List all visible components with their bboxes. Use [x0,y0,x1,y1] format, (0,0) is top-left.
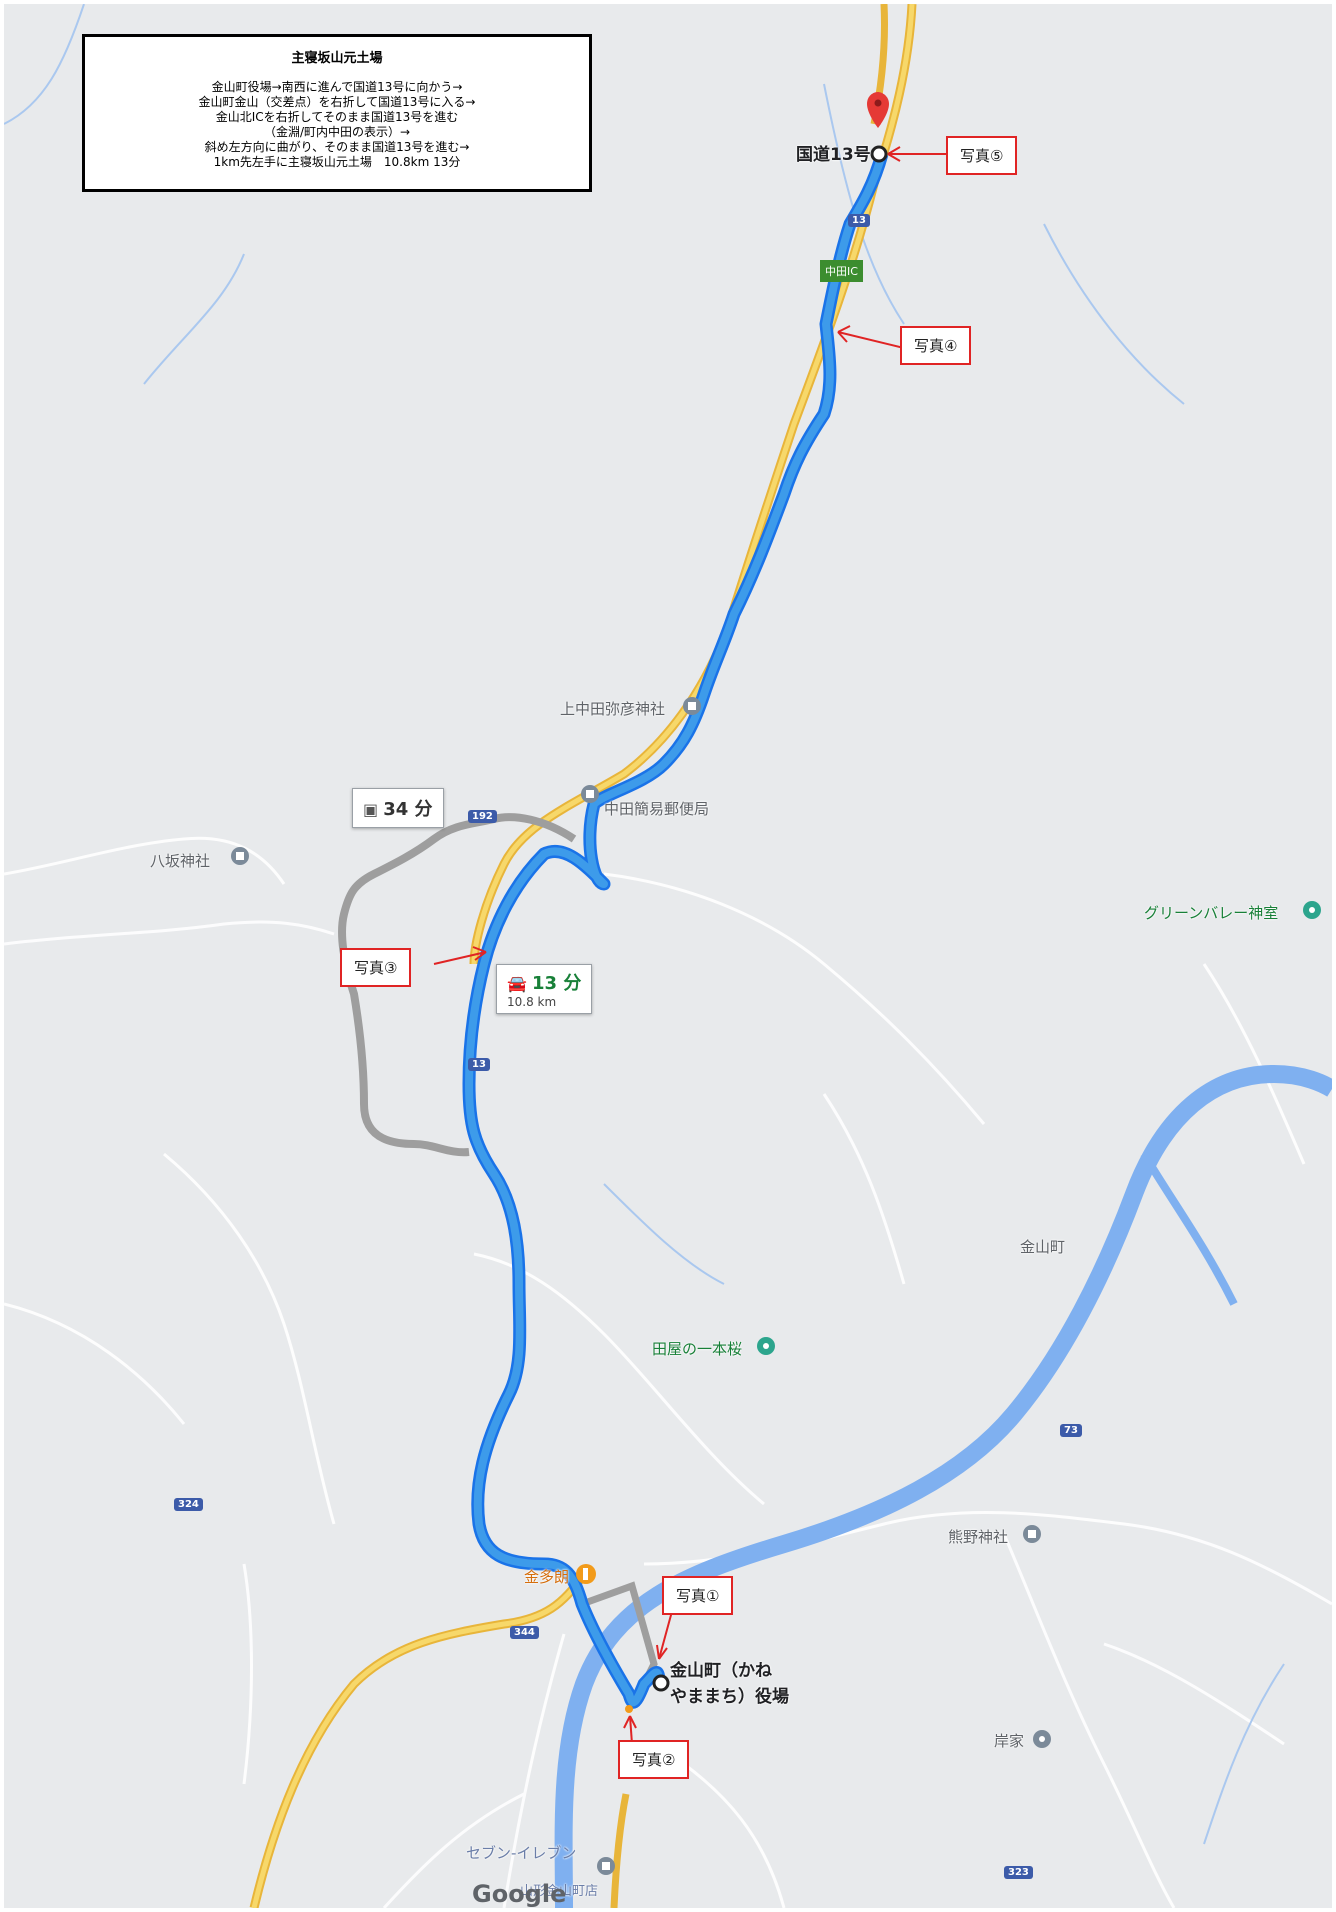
seven-eleven-label-line1[interactable]: セブン-イレブン [466,1844,577,1862]
road-shield-323: 323 [1004,1866,1033,1879]
direction-step: （金淵/町内中田の表示）→ [263,125,411,139]
directions-title: 主寝坂山元土場 [291,51,383,66]
transit-route-box[interactable]: ▣ 34 分 [352,788,444,828]
kaneyama-town-label: 金山町 [1020,1238,1066,1256]
direction-step: 金山北ICを右折してそのまま国道13号を進む [215,110,459,124]
pointer-arrows [433,146,946,1745]
road-shield-344: 344 [510,1626,539,1639]
car-icon: 🚘 [507,974,527,993]
direction-step: 斜め左方向に曲がり、そのまま国道13号を進む→ [204,140,470,154]
road-shield-13: 13 [848,214,870,227]
bus-icon: ▣ [363,800,379,819]
driving-route [462,152,889,1709]
nakada-post-office-label[interactable]: 中田簡易郵便局 [604,800,710,818]
drive-time: 13 分 [532,973,582,994]
road-shield-13: 13 [468,1058,490,1071]
road-shield-192: 192 [468,810,497,823]
direction-step: 1km先左手に主寝坂山元土場 10.8km 13分 [213,155,461,169]
photo-label-2: 写真② [618,1740,690,1779]
direction-step: 金山町役場→南西に進んで国道13号に向かう→ [211,80,463,94]
kishike-label[interactable]: 岸家 [994,1732,1025,1750]
directions-box: 主寝坂山元土場 金山町役場→南西に進んで国道13号に向かう→ 金山町金山（交差点… [82,34,592,192]
taya-sakura-label[interactable]: 田屋の一本桜 [652,1340,743,1358]
river [554,1064,1332,1908]
nakada-ic-badge: 中田IC [820,260,863,282]
kinta-restaurant-label[interactable]: 金多朗 [524,1568,570,1586]
photo-label-3: 写真③ [340,948,412,987]
transit-time: 34 分 [383,799,433,820]
drive-distance: 10.8 km [507,995,557,1009]
directions-steps: 金山町役場→南西に進んで国道13号に向かう→ 金山町金山（交差点）を右折して国道… [85,80,589,170]
direction-step: 金山町金山（交差点）を右折して国道13号に入る→ [198,95,476,109]
kumano-shrine-label[interactable]: 熊野神社 [948,1528,1009,1546]
google-logo: Google [472,1880,567,1908]
road-shield-324: 324 [174,1498,203,1511]
road-shield-73: 73 [1060,1424,1082,1437]
destination-pin [867,92,889,163]
photo-label-5: 写真⑤ [946,136,1018,175]
photo-label-4: 写真④ [900,326,972,365]
seven-eleven-label-line2[interactable]: 山形金山町店 [520,1884,599,1899]
town-office-label-line2[interactable]: やままち）役場 [670,1687,789,1707]
poi-pins [231,697,1321,1875]
route13-label: 国道13号 [796,145,871,165]
map-view[interactable]: 主寝坂山元土場 金山町役場→南西に進んで国道13号に向かう→ 金山町金山（交差点… [4,4,1332,1908]
town-office-label-line1[interactable]: 金山町（かね [670,1661,772,1681]
origin-marker [652,1674,670,1692]
kaminakada-shrine-label[interactable]: 上中田弥彦神社 [560,700,666,718]
photo-label-1: 写真① [662,1576,734,1615]
green-valley-label[interactable]: グリーンバレー神室 [1144,904,1279,922]
driving-route-box[interactable]: 🚘 13 分 10.8 km [496,964,593,1014]
streams [4,4,1285,1845]
map-canvas [4,4,1332,1908]
yasaka-shrine-label[interactable]: 八坂神社 [150,852,211,870]
